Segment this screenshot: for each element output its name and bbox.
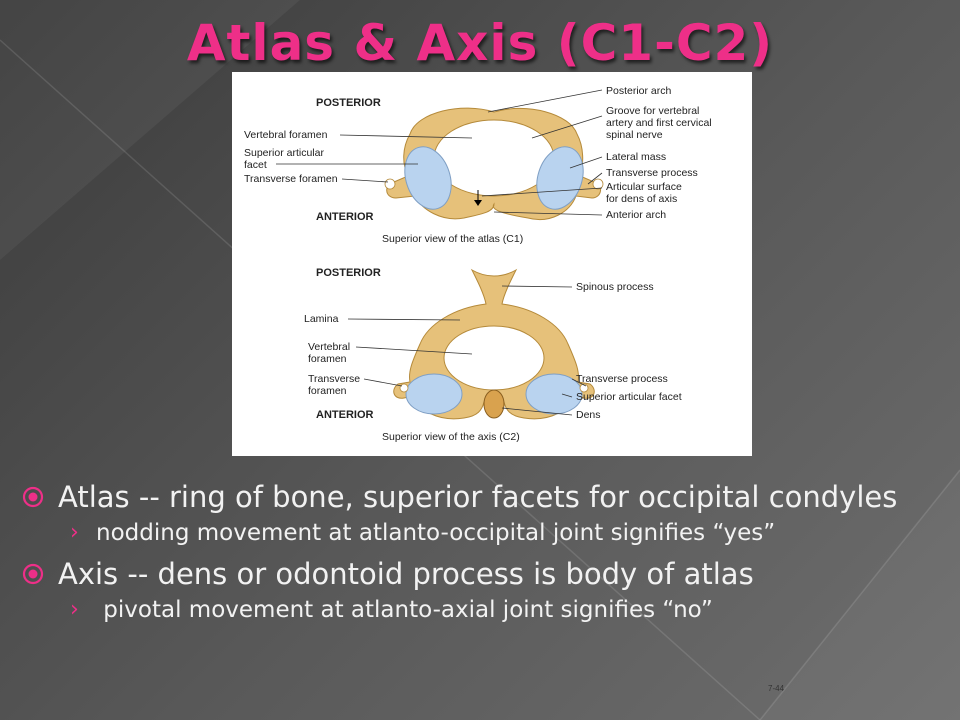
atlas-label-transverse-process: Transverse process [606,167,698,179]
axis-label-foramen: foramen [308,353,347,365]
page-reference: 7-44 [768,684,785,693]
axis-illustration [393,268,595,420]
bullet-text: Atlas -- ring of bone, superior facets f… [58,480,898,514]
vertebrae-figure: POSTERIOR ANTERIOR Superior view of the … [232,72,752,456]
chevron-right-icon: › [70,520,79,545]
axis-label-dens: Dens [576,409,601,421]
atlas-label-groove-2: artery and first cervical [606,117,712,129]
atlas-label-facet: facet [244,159,267,171]
bullet-text: Axis -- dens or odontoid process is body… [58,557,754,591]
atlas-label-vertebral-foramen: Vertebral foramen [244,129,328,141]
atlas-label-for-dens: for dens of axis [606,193,677,205]
axis-label-spinous-process: Spinous process [576,281,654,293]
axis-label-transverse-foramen: foramen [308,385,347,397]
chevron-right-icon: › [70,597,79,622]
atlas-label-articular-surface: Articular surface [606,181,682,193]
axis-caption: Superior view of the axis (C2) [382,431,520,443]
axis-label-vertebral: Vertebral [308,341,350,353]
target-circle-icon [22,563,44,585]
atlas-label-lateral-mass: Lateral mass [606,151,666,163]
atlas-anterior-label: ANTERIOR [316,211,374,223]
bullet-item: Atlas -- ring of bone, superior facets f… [22,482,942,513]
axis-posterior-label: POSTERIOR [316,267,381,279]
axis-label-transverse: Transverse [308,373,360,385]
bullet-item: Axis -- dens or odontoid process is body… [22,559,942,590]
atlas-label-posterior-arch: Posterior arch [606,85,672,97]
atlas-label-groove: Groove for vertebral [606,105,699,117]
atlas-label-anterior-arch: Anterior arch [606,209,666,221]
axis-anterior-label: ANTERIOR [316,409,374,421]
target-circle-icon [22,486,44,508]
sub-bullet-text: pivotal movement at atlanto-axial joint … [96,597,713,623]
atlas-posterior-label: POSTERIOR [316,97,381,109]
atlas-label-transverse-foramen: Transverse foramen [244,173,338,185]
bullet-list: Atlas -- ring of bone, superior facets f… [22,482,942,622]
sub-bullet-item: › pivotal movement at atlanto-axial join… [22,597,942,623]
atlas-label-groove-3: spinal nerve [606,129,663,141]
axis-label-transverse-process: Transverse process [576,373,668,385]
atlas-label-superior-articular: Superior articular [244,147,324,159]
axis-label-superior-articular-facet: Superior articular facet [576,391,682,403]
axis-label-lamina: Lamina [304,313,339,325]
atlas-caption: Superior view of the atlas (C1) [382,233,523,245]
slide-title: Atlas & Axis (C1-C2) [186,14,774,72]
sub-bullet-item: › nodding movement at atlanto-occipital … [22,520,942,546]
sub-bullet-text: nodding movement at atlanto-occipital jo… [96,520,776,546]
